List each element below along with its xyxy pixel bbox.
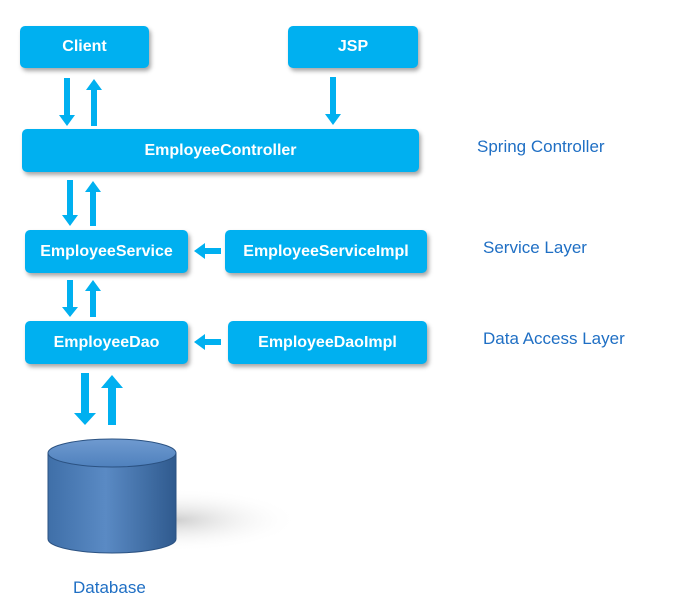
layer-label-spring-controller: Spring Controller — [477, 137, 605, 156]
arrow-up-database-dao — [101, 375, 123, 425]
employee-service-impl-box: EmployeeServiceImpl — [225, 230, 427, 273]
arrow-down-dao-database — [74, 373, 96, 425]
client-box: Client — [20, 26, 149, 68]
employee-dao-impl-box: EmployeeDaoImpl — [228, 321, 427, 364]
database-icon — [47, 438, 300, 554]
arrow-down-service-dao — [62, 280, 78, 317]
arrow-left-daoimpl-dao — [194, 334, 221, 350]
employee-dao-box: EmployeeDao — [25, 321, 188, 364]
employee-service-box: EmployeeService — [25, 230, 188, 273]
database-label: Database — [73, 578, 146, 597]
arrow-up-controller-client — [86, 79, 102, 126]
arrow-left-serviceimpl-service — [194, 243, 221, 259]
arrow-up-service-controller — [85, 181, 101, 226]
layer-label-data-access: Data Access Layer — [483, 329, 625, 348]
arrow-down-jsp-controller — [325, 77, 341, 125]
jsp-box: JSP — [288, 26, 418, 68]
layer-label-service: Service Layer — [483, 238, 587, 257]
arrow-up-dao-service — [85, 280, 101, 317]
employee-controller-box: EmployeeController — [22, 129, 419, 172]
arrow-down-controller-service — [62, 180, 78, 226]
arrow-down-client-controller — [59, 78, 75, 126]
